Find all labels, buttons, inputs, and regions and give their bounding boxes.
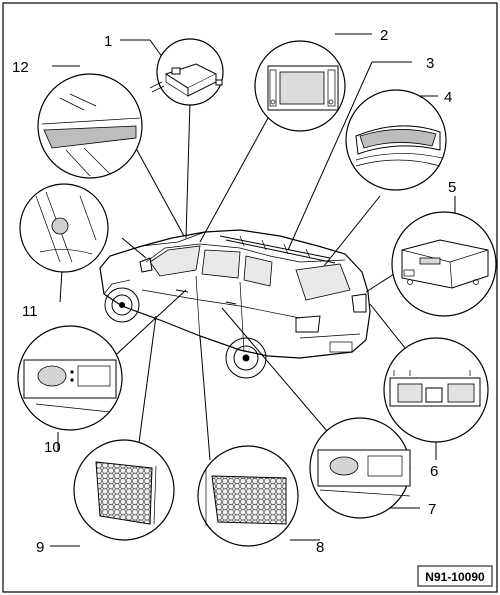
reference-code: N91-10090 [425, 570, 485, 584]
detail-4-roof-antenna [345, 89, 447, 191]
detail-10-door-handle-front [17, 325, 123, 431]
reference-code-box: N91-10090 [417, 565, 493, 587]
detail-11-pillar-sensor [19, 183, 109, 273]
detail-5-control-unit [391, 211, 497, 317]
callout-4: 4 [444, 89, 452, 106]
detail-7-door-handle-rear [309, 417, 411, 519]
callout-8: 8 [316, 539, 324, 556]
callout-11: 11 [22, 303, 38, 320]
callout-5: 5 [448, 179, 456, 196]
detail-2-display-unit [254, 40, 346, 132]
callout-12: 12 [12, 59, 29, 76]
callout-9: 9 [36, 539, 44, 556]
detail-8-speaker-grille-rear [197, 445, 299, 547]
detail-1-control-module [149, 38, 224, 106]
callout-2: 2 [380, 27, 388, 44]
vehicle-illustration [99, 229, 371, 379]
callout-1: 1 [104, 33, 112, 50]
callout-10: 10 [44, 439, 61, 456]
detail-9-speaker-grille-front [73, 439, 175, 541]
callout-7: 7 [428, 501, 436, 518]
callout-6: 6 [430, 463, 438, 480]
callout-3: 3 [426, 55, 434, 72]
detail-6-rear-module [383, 337, 489, 443]
callout-labels: 1 2 3 4 5 6 7 8 9 10 11 12 [12, 27, 456, 556]
leader-lines [50, 33, 456, 547]
detail-12-windscreen-top [37, 73, 143, 179]
